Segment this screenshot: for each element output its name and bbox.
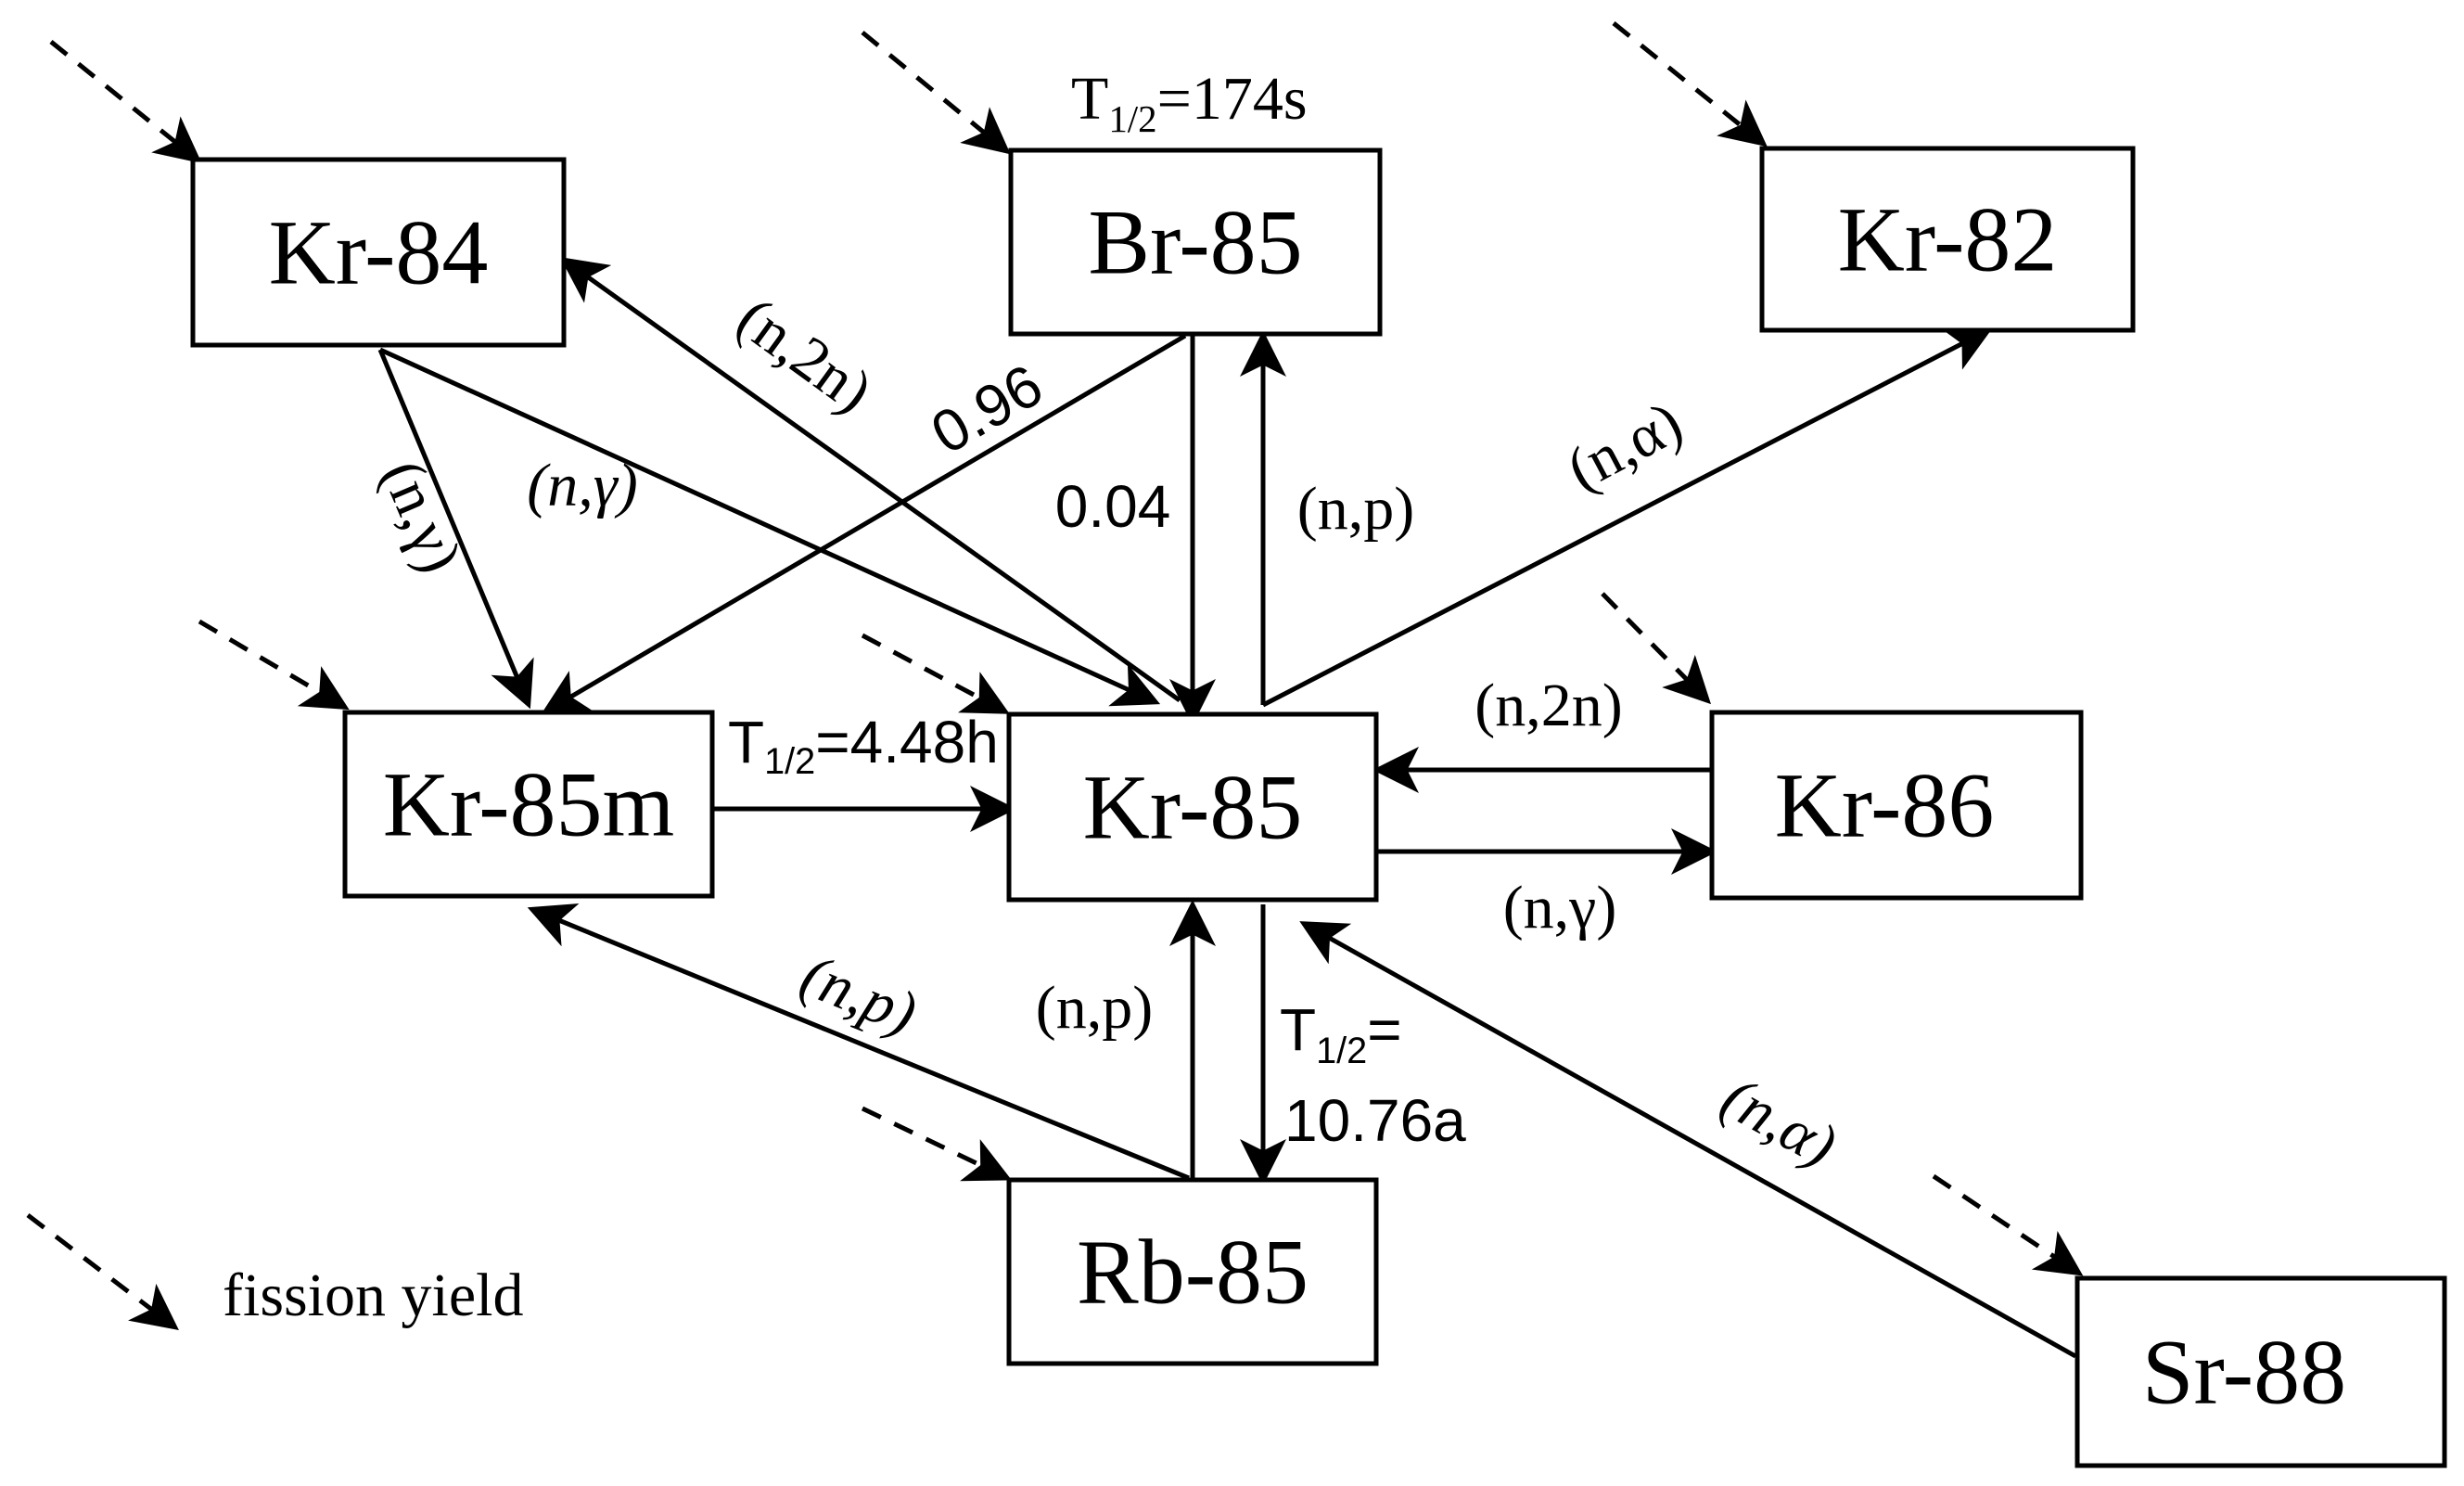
node-label: Kr-86 [1775,754,1995,857]
node-label: Br-85 [1088,191,1302,294]
fission-arrow-br85 [861,31,1011,155]
legend-fission-yield: fission yield [223,1262,524,1329]
node-kr85: Kr-85 [1006,711,1379,903]
node-kr84: Kr-84 [190,157,567,348]
label-rb85-kr85m-np: (n,p) [792,942,926,1048]
label-kr85-kr84-n2n: (n,2n) [725,284,885,426]
fission-arrow-kr85m [198,619,350,711]
label-kr85-half-life-line1: T1/2= [1280,996,1402,1071]
legend-fission-arrow [26,1213,179,1331]
node-label: Kr-85 [1083,756,1303,859]
fission-arrow-kr86 [1601,592,1712,705]
arrow-kr84-to-kr85m [377,349,534,710]
node-label: Rb-85 [1077,1221,1309,1324]
node-kr82: Kr-82 [1759,146,2136,333]
arrow-sr88-to-kr85 [1299,921,2077,1359]
node-sr88: Sr-88 [2075,1275,2447,1468]
label-kr85m-half-life: T1/2=4.48h [728,709,999,782]
label-kr85-kr86-ngamma: (n,γ) [1503,874,1617,942]
node-rb85: Rb-85 [1006,1177,1379,1366]
node-label: Kr-82 [1838,188,2058,291]
node-label: Sr-88 [2142,1321,2346,1424]
node-label: Kr-85m [383,753,675,856]
arrow-kr85-to-kr84 [559,257,1181,703]
fission-arrow-sr88 [1932,1173,2084,1276]
label-kr84-kr85-ngamma: (n,γ) [527,452,637,519]
label-br85-kr85-fraction: 0.04 [1055,473,1171,540]
label-kr84-kr85m-ngamma: (n,γ) [368,451,475,582]
fission-arrow-kr85 [861,633,1010,714]
fission-arrow-rb85 [861,1106,1013,1182]
label-kr85-kr82-nalpha: (n,α) [1556,389,1692,505]
node-label: Kr-84 [269,201,489,304]
node-kr86: Kr-86 [1709,710,2084,901]
arrow-rb85-to-kr85m [527,903,1190,1181]
fission-arrow-kr84 [49,40,202,164]
label-rb85-kr85-np: (n,p) [1036,974,1153,1042]
arrow-kr85-to-kr82 [1261,327,1993,708]
node-kr85m: Kr-85m [342,710,715,899]
label-kr85-br85-np: (n,p) [1297,475,1414,543]
label-br85-half-life: T1/2=174s [1071,65,1308,140]
arrow-br85-to-kr85m [541,333,1187,715]
arrow-kr84-to-kr85 [378,347,1161,707]
fission-arrow-kr82 [1612,21,1768,147]
node-br85: Br-85 [1008,147,1383,337]
label-kr85-half-life-line2: 10.76a [1284,1087,1466,1154]
label-br85-kr85m-fraction: 0.96 [920,352,1053,468]
label-kr86-kr85-n2n: (n,2n) [1475,672,1622,739]
